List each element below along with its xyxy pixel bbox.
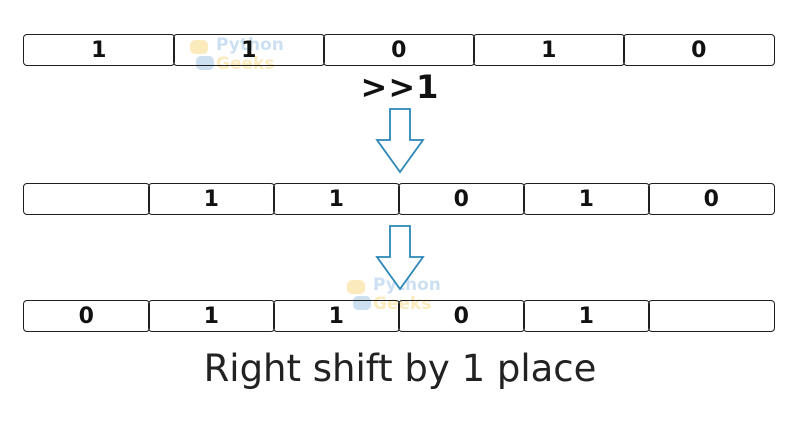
watermark-text: Python Geeks (216, 36, 284, 74)
bit-cell (23, 183, 150, 215)
bit-cell: 1 (148, 300, 275, 332)
bit-cell: 1 (173, 34, 325, 66)
bit-cell: 1 (273, 183, 400, 215)
bit-cell (648, 300, 775, 332)
original-bits-row: 1 1 0 1 0 (23, 34, 775, 66)
shifted-bits-row: 1 1 0 1 0 (23, 183, 775, 215)
watermark-line1: Python (216, 35, 284, 55)
watermark-text: Python Geeks (373, 276, 441, 314)
watermark-line2: Geeks (373, 294, 432, 314)
bit-cell: 1 (273, 300, 400, 332)
watermark-logo: Python Geeks (188, 36, 308, 78)
watermark-line1: Python (373, 275, 441, 295)
bit-cell: 0 (398, 183, 525, 215)
down-arrow-icon (375, 108, 425, 174)
bit-cell: 1 (523, 183, 650, 215)
watermark-logo: Python Geeks (345, 276, 475, 318)
diagram-caption: Right shift by 1 place (203, 347, 597, 390)
bit-cell: 0 (623, 34, 775, 66)
bit-cell: 1 (148, 183, 275, 215)
result-bits-row: 0 1 1 0 1 (23, 300, 775, 332)
bit-cell: 1 (523, 300, 650, 332)
bit-cell: 0 (23, 300, 150, 332)
down-arrow-icon (375, 225, 425, 291)
bit-cell: 0 (648, 183, 775, 215)
watermark-line2: Geeks (216, 54, 275, 74)
bit-cell: 0 (323, 34, 475, 66)
shift-operator-label: >>1 (360, 68, 440, 106)
bit-cell: 1 (23, 34, 175, 66)
bit-cell: 1 (473, 34, 625, 66)
bit-cell: 0 (398, 300, 525, 332)
pythongeeks-logo-icon (190, 40, 214, 70)
pythongeeks-logo-icon (347, 280, 371, 310)
